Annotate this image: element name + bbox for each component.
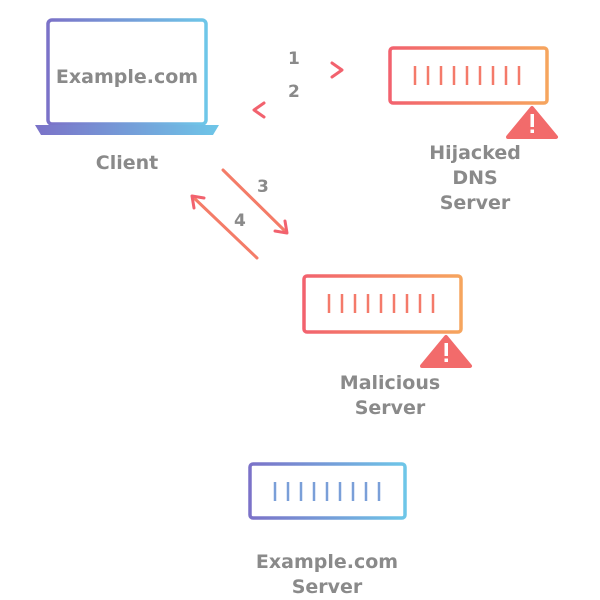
laptop-icon xyxy=(35,18,219,135)
step-number-4: 4 xyxy=(234,211,246,231)
arrow-step-3 xyxy=(221,168,289,235)
warning-triangle-icon xyxy=(506,106,558,139)
arrow-step-2 xyxy=(252,101,343,119)
hijacked-dns-label-line2: DNS xyxy=(452,167,498,189)
hijacked-dns-label-line3: Server xyxy=(439,192,511,214)
warning-triangle-icon xyxy=(420,335,472,368)
example-server-label-line2: Server xyxy=(291,576,363,598)
step-number-1: 1 xyxy=(288,49,300,69)
step-number-3: 3 xyxy=(257,177,269,197)
client-label: Client xyxy=(95,152,159,174)
client-screen-text: Example.com xyxy=(55,66,199,88)
example-server-icon xyxy=(248,462,407,533)
malicious-server-icon xyxy=(302,274,463,347)
arrow-step-1 xyxy=(253,61,344,79)
malicious-server-label-line2: Server xyxy=(354,397,426,419)
malicious-server-label-line1: Malicious xyxy=(339,372,441,394)
example-server-label-line1: Example.com xyxy=(255,551,399,573)
step-number-2: 2 xyxy=(288,82,300,102)
arrow-step-4 xyxy=(190,194,259,260)
hijacked-dns-server-icon xyxy=(388,46,549,118)
hijacked-dns-label-line1: Hijacked xyxy=(429,142,521,164)
